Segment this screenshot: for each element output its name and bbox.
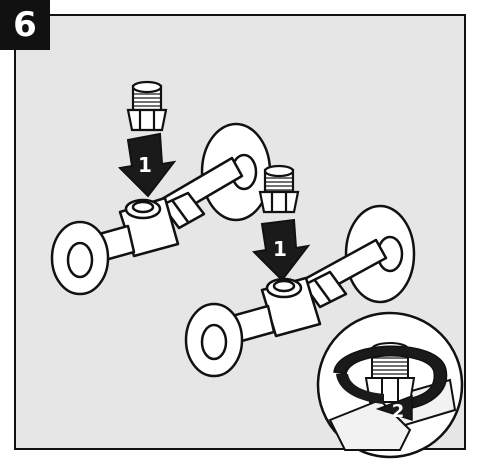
tighten-inset: 2: [318, 313, 462, 457]
insert-step-label-lower: 1: [273, 237, 287, 261]
upper-fitting: [128, 82, 166, 130]
step-number-badge: 6: [0, 0, 50, 50]
insert-step-label-upper: 1: [138, 153, 152, 177]
tighten-step-label: 2: [392, 401, 405, 422]
lower-fitting: [260, 166, 298, 212]
